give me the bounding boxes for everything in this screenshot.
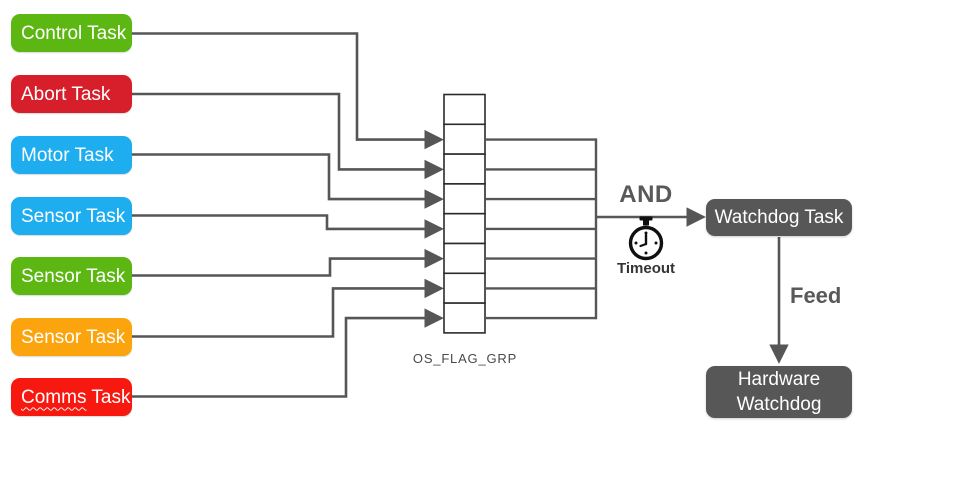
and-label: AND <box>600 181 692 209</box>
task-box-sensor-task-4: Sensor Task <box>11 257 132 295</box>
task-label: Motor Task <box>21 146 114 165</box>
task-label: Abort Task <box>21 85 110 104</box>
hardware-watchdog-label-line1: Hardware <box>738 367 820 392</box>
flag-cell-0 <box>444 95 485 125</box>
flag-cell-4 <box>444 214 485 244</box>
task-box-comms-task-6: Comms Task <box>11 378 132 416</box>
timeout-label: Timeout <box>601 260 691 277</box>
hardware-watchdog-label-line2: Watchdog <box>737 392 822 417</box>
task-label: Comms Task <box>21 388 130 407</box>
and-bus <box>485 138 596 319</box>
hardware-watchdog-box: Hardware Watchdog <box>706 366 852 418</box>
task-label: Sensor Task <box>21 328 125 347</box>
task-box-motor-task-2: Motor Task <box>11 136 132 174</box>
flag-cell-5 <box>444 244 485 274</box>
task-box-abort-task-1: Abort Task <box>11 75 132 113</box>
connector-abort-task <box>132 94 440 169</box>
connector-sensor-task-1 <box>132 216 440 229</box>
task-box-sensor-task-3: Sensor Task <box>11 197 132 235</box>
task-label: Sensor Task <box>21 207 125 226</box>
flag-group-label: OS_FLAG_GRP <box>404 351 526 366</box>
flag-cell-7 <box>444 303 485 333</box>
task-box-control-task-0: Control Task <box>11 14 132 52</box>
connector-sensor-task-3 <box>132 288 440 336</box>
connector-sensor-task-2 <box>132 259 440 276</box>
watchdog-task-box: Watchdog Task <box>706 199 852 236</box>
task-box-sensor-task-5: Sensor Task <box>11 318 132 356</box>
watchdog-task-label: Watchdog Task <box>715 205 844 230</box>
task-label: Sensor Task <box>21 267 125 286</box>
connector-comms-task <box>132 318 440 396</box>
flag-cell-6 <box>444 273 485 303</box>
flag-group-register <box>444 95 485 333</box>
connector-control-task <box>132 34 440 140</box>
flag-cell-1 <box>444 124 485 154</box>
flag-cell-2 <box>444 154 485 184</box>
feed-label: Feed <box>790 283 841 309</box>
task-label: Control Task <box>21 24 126 43</box>
stopwatch-icon <box>631 217 662 259</box>
connector-motor-task <box>132 155 440 200</box>
flag-cell-3 <box>444 184 485 214</box>
